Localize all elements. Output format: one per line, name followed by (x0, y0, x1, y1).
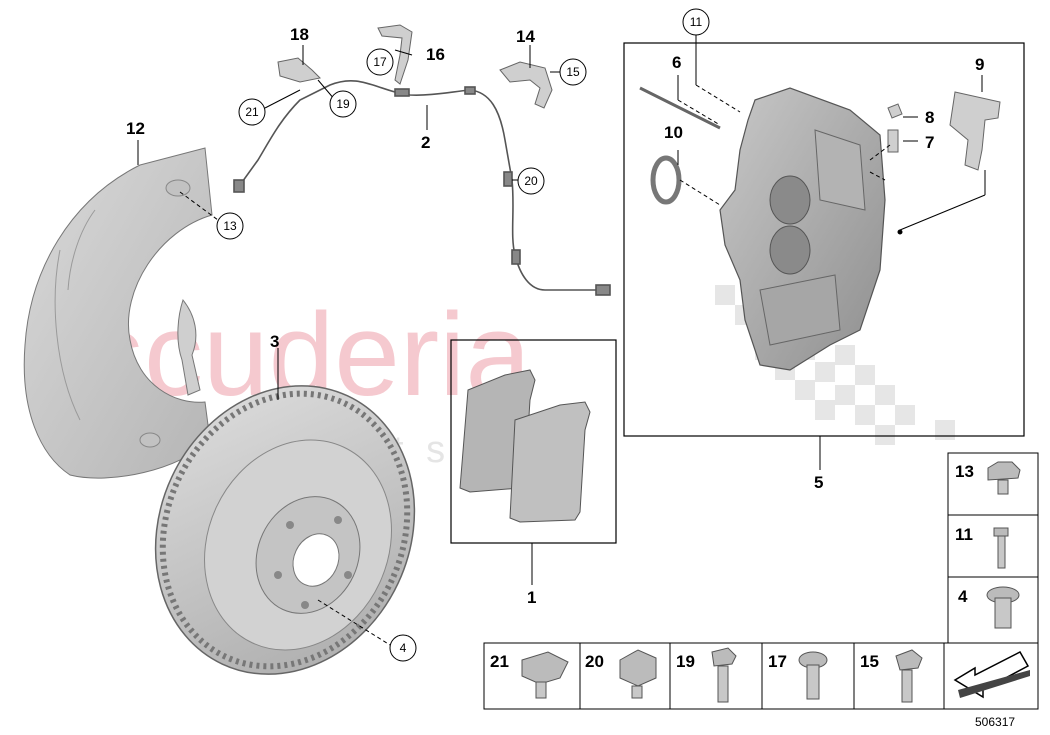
circled-callout-21: 21 (238, 98, 266, 126)
wear-sensor-cable (233, 80, 611, 296)
brake-caliper (719, 87, 886, 371)
circled-callout-17: 17 (366, 48, 394, 76)
svg-text:21: 21 (245, 105, 259, 119)
nut-20-icon (619, 649, 657, 699)
brake-pads (459, 369, 591, 523)
legend-label-13: 13 (955, 462, 974, 481)
svg-text:20: 20 (524, 174, 538, 188)
callout-2: 2 (421, 133, 430, 152)
bolt-19-icon (711, 647, 737, 703)
callout-5: 5 (814, 473, 823, 492)
svg-text:11: 11 (690, 15, 703, 29)
bolt-4-icon (986, 586, 1020, 629)
clip-21-icon (521, 651, 569, 699)
circled-callout-4: 4 (389, 634, 417, 662)
bolt-17-icon (798, 651, 828, 700)
svg-text:19: 19 (336, 97, 350, 111)
callout-labels: 12 18 16 14 2 3 1 5 6 10 9 8 7 (126, 25, 984, 607)
callout-10: 10 (664, 123, 683, 142)
svg-text:15: 15 (566, 65, 580, 79)
sensor-bracket-18 (277, 57, 322, 83)
brake-dust-shield (23, 147, 213, 479)
circled-callout-11: 11 (682, 8, 710, 36)
callout-1: 1 (527, 588, 536, 607)
callout-8: 8 (925, 108, 934, 127)
callout-12: 12 (126, 119, 145, 138)
legend-label-20: 20 (585, 652, 604, 671)
callout-3: 3 (270, 332, 279, 351)
hardware-legend-bottom: 21 20 19 17 15 (483, 642, 1039, 710)
circled-callout-15: 15 (559, 58, 587, 86)
callout-6: 6 (672, 53, 681, 72)
pad-retaining-spring (949, 91, 1001, 171)
legend-label-4: 4 (958, 587, 968, 606)
diagram-reference-number: 506317 (975, 715, 1015, 729)
sensor-bracket-14 (499, 61, 553, 109)
legend-label-21: 21 (490, 652, 509, 671)
svg-text:13: 13 (223, 219, 237, 233)
guide-pin (639, 86, 721, 130)
legend-label-15: 15 (860, 652, 879, 671)
callout-7: 7 (925, 133, 934, 152)
callout-16: 16 (426, 45, 445, 64)
bleeder-valve (887, 129, 899, 153)
sensor-bracket-16 (377, 24, 413, 85)
svg-text:17: 17 (373, 55, 387, 69)
bolt-13-icon (987, 461, 1021, 495)
brake-disc (154, 385, 416, 675)
legend-label-17: 17 (768, 652, 787, 671)
hardware-legend-side: 13 11 4 (947, 452, 1039, 644)
callout-9: 9 (975, 55, 984, 74)
callout-18: 18 (290, 25, 309, 44)
bleeder-cap (887, 103, 903, 119)
circled-callout-19: 19 (329, 90, 357, 118)
circled-callout-13: 13 (216, 212, 244, 240)
bolt-15-icon (895, 649, 923, 703)
circled-callouts: 13 21 19 17 15 20 4 11 (216, 8, 710, 662)
direction-arrow-icon (953, 651, 1030, 699)
circled-callout-20: 20 (517, 167, 545, 195)
brake-caliper-box (623, 42, 1025, 437)
legend-label-19: 19 (676, 652, 695, 671)
leader-lines (137, 35, 986, 646)
callout-14: 14 (516, 27, 535, 46)
legend-label-11: 11 (955, 525, 973, 544)
piston-seal (650, 155, 682, 205)
brake-pads-box (450, 339, 617, 544)
bolt-11-icon (993, 527, 1009, 569)
svg-text:4: 4 (400, 641, 407, 655)
